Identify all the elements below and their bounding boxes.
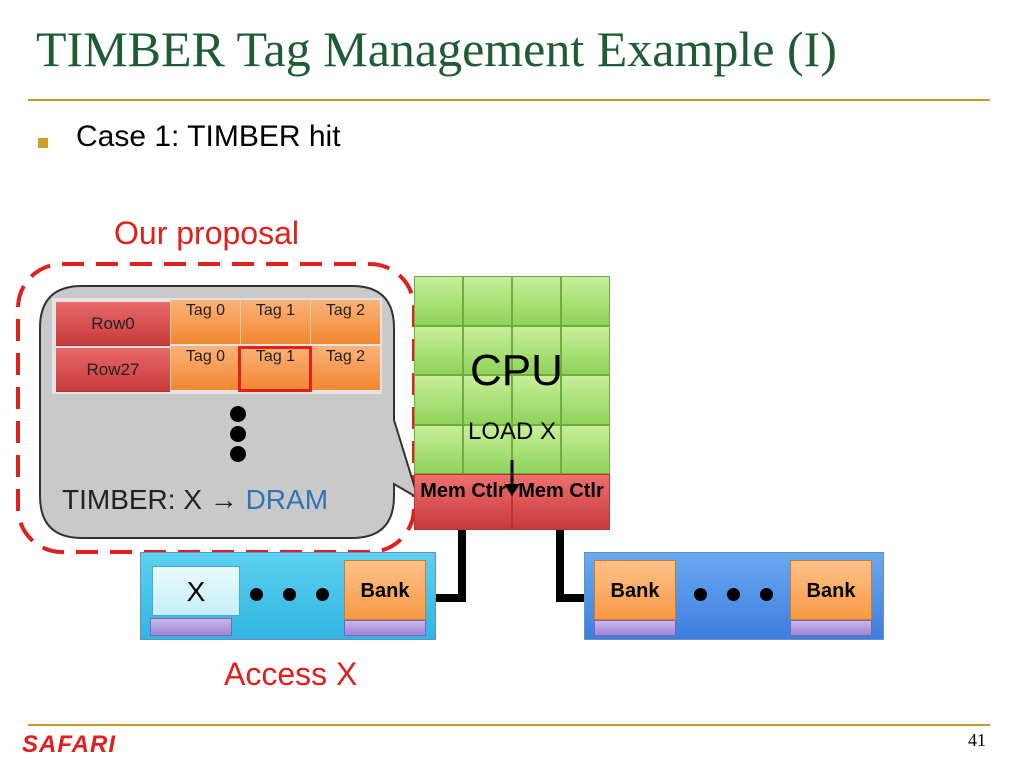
timber-prefix: TIMBER: X bbox=[62, 484, 210, 515]
ellipsis-dot bbox=[316, 588, 329, 601]
title-divider bbox=[28, 99, 990, 101]
cpu-cell bbox=[561, 276, 610, 326]
mem-ctlr-right: Mem Ctlr bbox=[512, 474, 610, 530]
ellipsis-dot bbox=[230, 426, 246, 442]
cpu-cell bbox=[414, 375, 463, 425]
cpu-cell bbox=[512, 276, 561, 326]
bank-label: Bank bbox=[790, 560, 872, 620]
cpu-block bbox=[414, 276, 610, 474]
bank-right-0: Bank bbox=[594, 560, 676, 636]
row27-tag2: Tag 2 bbox=[310, 346, 380, 390]
cpu-cell bbox=[463, 276, 512, 326]
channel-wire-right bbox=[556, 530, 584, 602]
ellipsis-dot bbox=[230, 406, 246, 422]
cpu-cell bbox=[512, 325, 561, 375]
mem-ctlr-left: Mem Ctlr bbox=[414, 474, 512, 530]
safari-logo: SAFARI bbox=[22, 731, 117, 758]
bullet-case1: Case 1: TIMBER hit bbox=[76, 120, 341, 153]
cpu-cell bbox=[561, 375, 610, 425]
row0-tag1: Tag 1 bbox=[240, 300, 310, 344]
cpu-cell bbox=[561, 325, 610, 375]
bank-right-1: Bank bbox=[790, 560, 872, 636]
timber-target: DRAM bbox=[245, 484, 329, 515]
tag-hit-highlight bbox=[238, 346, 312, 392]
footer-divider bbox=[28, 724, 990, 726]
ellipsis-dot bbox=[694, 588, 707, 601]
row27-label: Row27 bbox=[56, 348, 170, 392]
cpu-label: CPU bbox=[470, 346, 563, 395]
bullet-marker bbox=[38, 138, 48, 148]
ellipsis-dot bbox=[250, 588, 263, 601]
ellipsis-dot bbox=[283, 588, 296, 601]
bank-foot bbox=[344, 620, 426, 636]
load-instruction: LOAD X bbox=[468, 418, 557, 445]
bank-foot bbox=[790, 620, 872, 636]
cpu-cell bbox=[512, 424, 561, 474]
proposal-label: Our proposal bbox=[114, 215, 299, 251]
cpu-cell bbox=[414, 276, 463, 326]
row0-tag2: Tag 2 bbox=[310, 300, 380, 344]
page-number: 41 bbox=[968, 730, 986, 750]
access-label: Access X bbox=[224, 656, 358, 692]
row27-tag1: Tag 1 bbox=[240, 346, 310, 390]
timber-mapping: TIMBER: X → DRAM bbox=[62, 484, 328, 516]
down-arrow-icon bbox=[504, 484, 520, 496]
cpu-cell bbox=[463, 424, 512, 474]
row0-label: Row0 bbox=[56, 302, 170, 346]
row27-tag0: Tag 0 bbox=[170, 346, 240, 390]
cpu-cell bbox=[512, 375, 561, 425]
cpu-cell bbox=[561, 424, 610, 474]
bank-label: Bank bbox=[344, 560, 426, 620]
bank-label: Bank bbox=[594, 560, 676, 620]
bank-x-foot bbox=[150, 618, 232, 636]
right-arrow-icon: → bbox=[209, 484, 238, 515]
ellipsis-dot bbox=[727, 588, 740, 601]
bank-foot bbox=[594, 620, 676, 636]
cpu-cell bbox=[463, 375, 512, 425]
cpu-cell bbox=[414, 424, 463, 474]
bank-left: Bank bbox=[344, 560, 426, 636]
channel-wire-left bbox=[436, 530, 466, 602]
slide-title: TIMBER Tag Management Example (I) bbox=[36, 21, 837, 77]
ellipsis-dot bbox=[760, 588, 773, 601]
cpu-cell bbox=[414, 325, 463, 375]
row0-tag0: Tag 0 bbox=[170, 300, 240, 344]
cpu-cell bbox=[463, 325, 512, 375]
accessed-block-x: X bbox=[152, 566, 240, 616]
ellipsis-dot bbox=[230, 446, 246, 462]
